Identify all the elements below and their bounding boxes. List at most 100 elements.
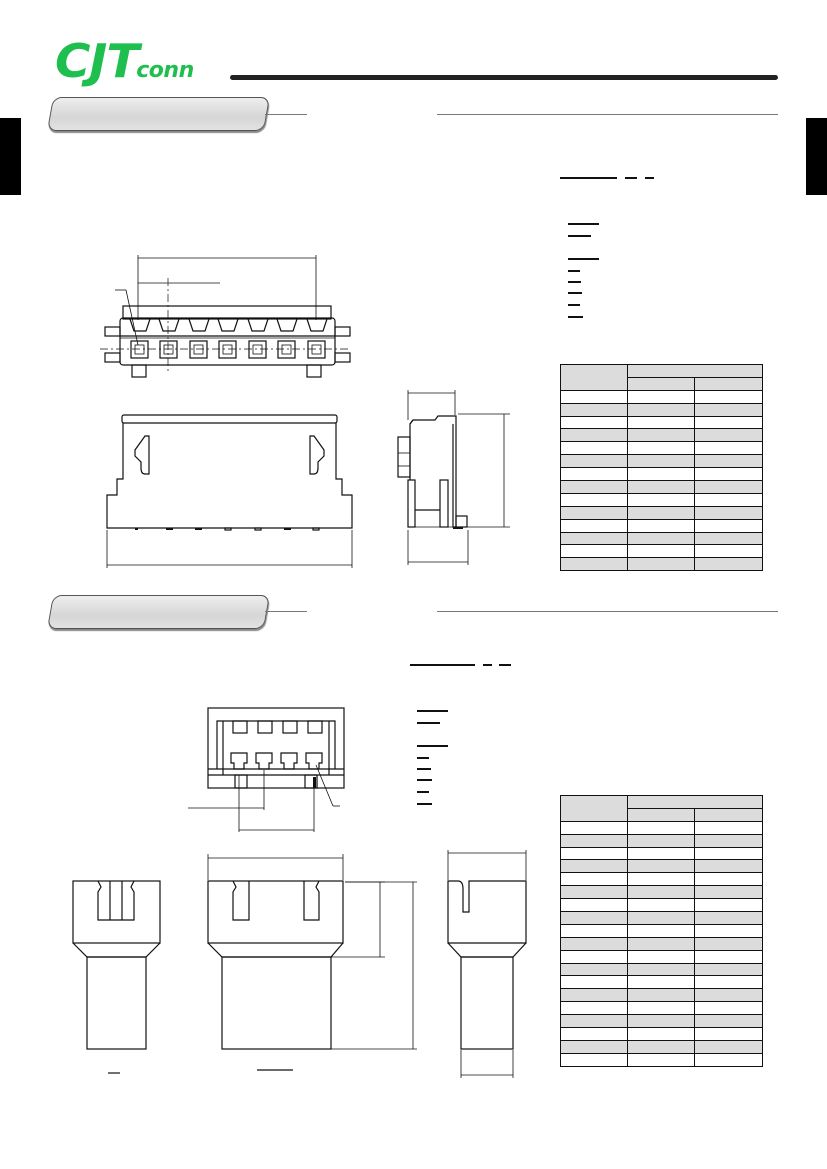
table-cell [560,480,628,494]
table-cell [694,531,763,546]
table-cell [560,454,628,469]
table-header-cell [694,807,763,822]
table-cell [627,544,695,559]
table-cell [627,923,695,938]
table-header-cell [627,795,763,809]
table-row [560,923,763,938]
table-cell [627,505,695,520]
left-edge-marker [0,118,21,195]
table-cell [694,898,763,913]
table-row [560,885,763,900]
table-cell [560,1027,628,1041]
table-cell [627,898,695,913]
table-header-cell [694,376,763,391]
spec-table-housing [560,795,763,1067]
table-row [560,402,763,417]
table-cell [560,1014,628,1029]
brand-main: CJT [55,34,139,88]
table-cell [694,467,763,482]
table-cell [560,833,628,848]
table-cell [694,949,763,964]
table-cell [627,480,695,494]
table-cell [694,859,763,874]
table-cell [694,492,763,507]
brand-logo: CJTconn [55,34,194,88]
table-cell [627,531,695,546]
table-cell [560,402,628,417]
table-cell [560,975,628,990]
table-cell [560,885,628,900]
table-row [560,415,763,430]
table-cell [560,1039,628,1054]
table-cell [627,454,695,469]
table-cell [694,557,763,572]
section-rule-left [265,114,307,115]
table-cell [627,859,695,874]
table-cell [560,492,628,507]
table-row [560,872,763,887]
table-header-cell [560,364,628,391]
table-cell [694,885,763,900]
table-header-cell [627,807,695,822]
table-cell [694,441,763,456]
table-cell [694,1014,763,1029]
table-cell [627,820,695,835]
table-row [560,975,763,990]
section-tab-housing [47,595,270,629]
table-cell [694,975,763,990]
table-cell [694,415,763,430]
table-cell [560,467,628,482]
table-cell [627,1052,695,1067]
table-row [560,846,763,861]
spec-table-wafer [560,364,763,572]
table-cell [694,544,763,559]
table-cell [560,557,628,572]
table-cell [560,1052,628,1067]
right-edge-marker [806,118,827,195]
section-rule-right-2 [437,611,778,612]
table-row [560,492,763,507]
table-cell [560,936,628,951]
table-cell [694,820,763,835]
table-cell [627,975,695,990]
table-cell [560,518,628,533]
table-cell [560,949,628,964]
table-cell [627,949,695,964]
table-cell [694,505,763,520]
table-cell [694,846,763,861]
table-cell [560,820,628,835]
section-tab-wafer [47,97,270,131]
table-cell [694,1052,763,1067]
table-cell [627,885,695,900]
table-row [560,531,763,546]
table-row [560,505,763,520]
table-cell [560,544,628,559]
table-cell [560,859,628,874]
table-cell [560,962,628,977]
table-cell [560,441,628,456]
table-cell [627,846,695,861]
table-cell [694,402,763,417]
table-cell [627,389,695,404]
pin-slots [129,318,328,359]
table-row [560,898,763,913]
table-row [560,1001,763,1016]
table-row [560,467,763,482]
table-header-cell [627,376,695,391]
wafer-side-view-drawing [397,390,510,565]
table-cell [694,1039,763,1054]
table-cell [627,415,695,430]
table-row [560,389,763,404]
table-row [560,936,763,951]
table-row [560,428,763,443]
table-cell [627,962,695,977]
table-row [560,557,763,572]
housing-side-view-drawing [447,850,527,1078]
table-row [560,1014,763,1029]
table-cell [627,428,695,443]
table-cell [627,492,695,507]
table-row [560,911,763,925]
table-cell [694,518,763,533]
table-cell [694,988,763,1003]
table-row [560,454,763,469]
